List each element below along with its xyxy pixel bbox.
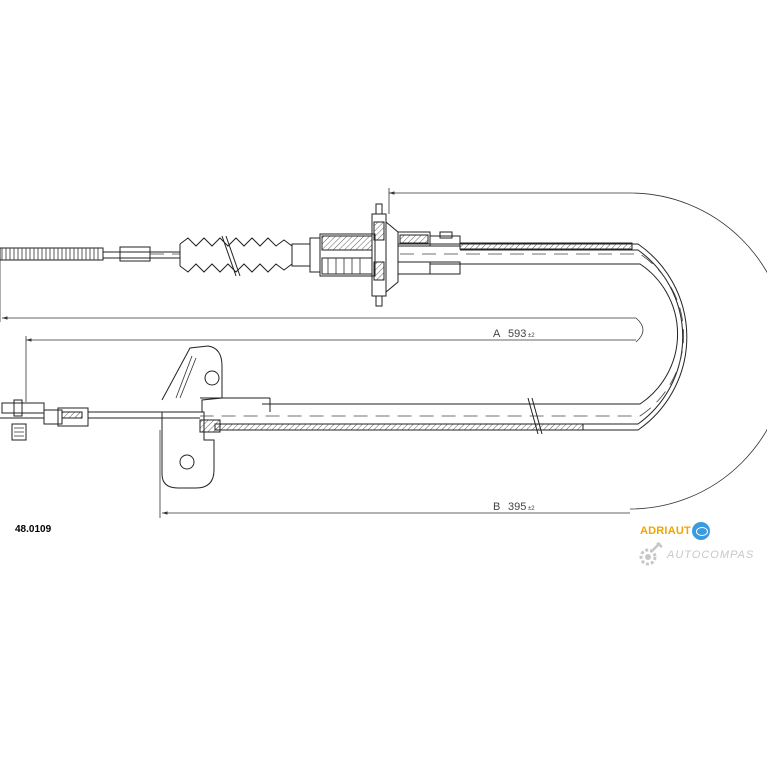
watermark: AUTOCOMPAS [636, 541, 754, 569]
dim-a-value: 593 [508, 328, 526, 340]
dim-b-value: 395 [508, 501, 526, 513]
lower-cable-end [0, 345, 271, 489]
rubber-boot [179, 237, 293, 247]
dimension-lines: A 593 ±2 B 395 ±2 [0, 188, 767, 518]
clevis [1, 402, 45, 414]
dim-a-label: A [493, 328, 501, 340]
dim-b-tolerance: ±2 [528, 506, 535, 512]
upper-cable-end [0, 203, 461, 307]
brand-logo: ADRIAUT [640, 521, 710, 541]
gear-wrench-icon [639, 542, 663, 566]
brand-badge-icon [691, 522, 710, 540]
dim-a-tolerance: ±2 [528, 333, 535, 339]
watermark-text: AUTOCOMPAS [667, 549, 755, 561]
brand-name: ADRIAUT [640, 525, 691, 537]
adjuster-housing [319, 233, 376, 277]
threaded-rod [0, 247, 104, 261]
bracket-hole-upper [204, 370, 220, 386]
outer-conduit [200, 242, 688, 435]
mounting-bracket [161, 411, 215, 489]
dim-b-label: B [493, 501, 500, 513]
part-number: 48.0109 [15, 524, 52, 535]
bracket-hole-lower [179, 454, 195, 470]
